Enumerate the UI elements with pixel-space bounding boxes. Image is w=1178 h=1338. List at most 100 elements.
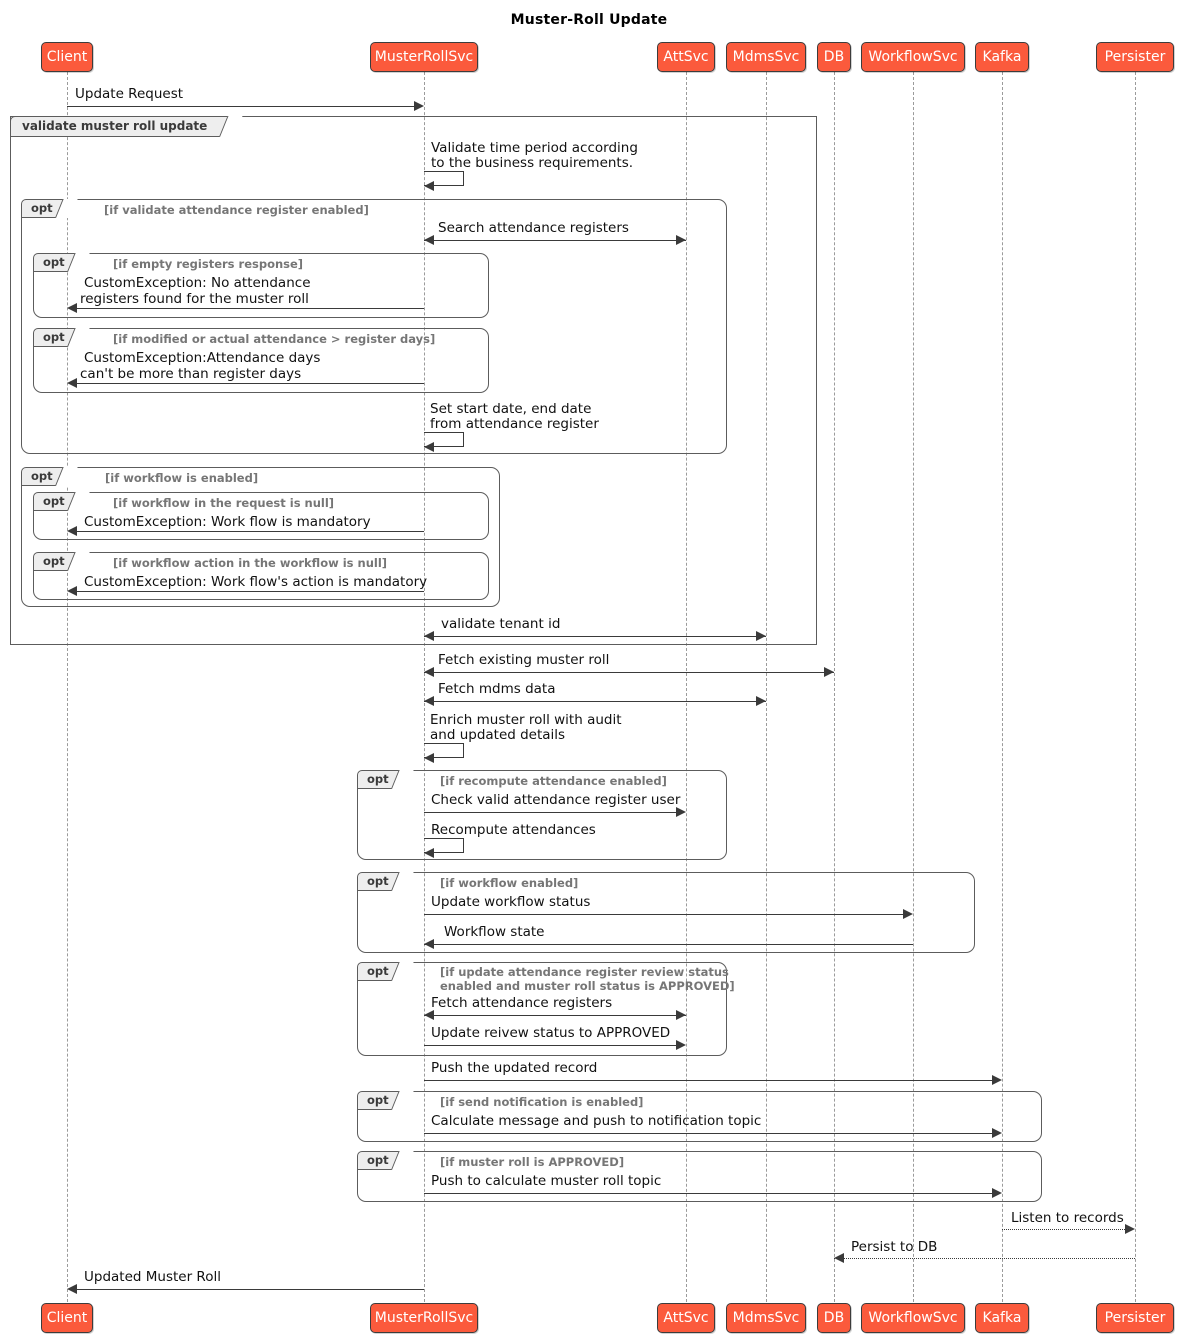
message-label-enrich-muster-roll: Enrich muster roll with audit	[430, 712, 622, 728]
message-label-set-start-end-date: Set start date, end date	[430, 401, 592, 417]
message-arrow-fetch-mdms-data	[424, 701, 766, 702]
message-label-push-updated-record: Push the updated record	[431, 1060, 598, 1076]
lifeline-attsvc	[686, 72, 687, 1302]
arrowhead-left	[67, 378, 77, 388]
participant-mdmssvc[interactable]: MdmsSvc	[726, 42, 806, 72]
arrowhead-left	[424, 753, 434, 763]
lifeline-db	[834, 72, 835, 1302]
message-arrow-custom-exception-attendance-days	[70, 383, 424, 384]
message-arrow-search-attendance-registers	[424, 240, 686, 241]
message-arrow-listen-to-records	[1002, 1229, 1125, 1230]
participant-attsvc-bottom[interactable]: AttSvc	[657, 1303, 715, 1333]
opt-condition-muster-roll-approved: [if muster roll is APPROVED]	[440, 1155, 625, 1169]
opt-label: opt	[357, 872, 406, 891]
message-arrow-check-valid-attendance-user	[424, 812, 676, 813]
page-title: Muster-Roll Update	[510, 12, 668, 28]
participant-kafka[interactable]: Kafka	[975, 42, 1029, 72]
opt-label: opt	[357, 770, 406, 789]
opt-frame-update-review-status	[357, 962, 727, 1056]
lifeline-mdmssvc	[766, 72, 767, 1302]
opt-label: opt	[33, 253, 82, 272]
participant-musterrollsvc[interactable]: MusterRollSvc	[370, 42, 478, 72]
opt-frame-attendance-greater-than-register-days	[33, 328, 489, 393]
opt-condition-workflow-is-enabled: [if workflow is enabled]	[105, 471, 259, 485]
participant-client[interactable]: Client	[41, 42, 93, 72]
arrowhead-right	[676, 807, 686, 817]
lifeline-client	[67, 72, 68, 1302]
arrowhead-left	[424, 667, 434, 677]
opt-label: opt	[21, 467, 70, 486]
arrowhead-left	[424, 631, 434, 641]
message-label-custom-exception-attendance-days: CustomException:Attendance days	[84, 350, 321, 366]
lifeline-musterrollsvc	[424, 72, 425, 1302]
opt-label: opt	[357, 1151, 406, 1170]
participant-persister-bottom[interactable]: Persister	[1096, 1303, 1174, 1333]
message-arrow-persist-to-db	[834, 1258, 1135, 1259]
message-arrow-push-calculate-muster-roll-topic	[424, 1193, 992, 1194]
participant-client-bottom[interactable]: Client	[41, 1303, 93, 1333]
arrowhead-right	[1125, 1224, 1135, 1234]
opt-label: opt	[357, 962, 406, 981]
participant-mdmssvc-bottom[interactable]: MdmsSvc	[726, 1303, 806, 1333]
participant-workflowsvc-bottom[interactable]: WorkflowSvc	[861, 1303, 965, 1333]
self-call-validate-time-period	[424, 171, 464, 186]
message-label-workflow-mandatory: CustomException: Work flow is mandatory	[84, 514, 371, 530]
arrowhead-left	[67, 526, 77, 536]
participant-musterrollsvc-bottom[interactable]: MusterRollSvc	[370, 1303, 478, 1333]
message-label-validate-time-period: Validate time period according	[431, 140, 638, 156]
arrowhead-left	[424, 442, 434, 452]
message-label-workflow-state: Workflow state	[444, 924, 545, 940]
arrowhead-left	[424, 181, 434, 191]
arrowhead-right	[676, 235, 686, 245]
participant-attsvc[interactable]: AttSvc	[657, 42, 715, 72]
message-label-persist-to-db: Persist to DB	[851, 1239, 938, 1255]
message-label-fetch-attendance-registers: Fetch attendance registers	[431, 995, 613, 1011]
message-arrow-push-updated-record	[424, 1080, 992, 1081]
message-label-update-request: Update Request	[75, 86, 184, 102]
participant-persister[interactable]: Persister	[1096, 42, 1174, 72]
arrowhead-left	[67, 586, 77, 596]
participant-db-bottom[interactable]: DB	[817, 1303, 851, 1333]
group-frame-validate-muster-roll-update	[10, 116, 817, 645]
message-label-calculate-message-push-notification: Calculate message and push to notificati…	[431, 1113, 762, 1129]
arrowhead-left	[834, 1253, 844, 1263]
opt-label: opt	[33, 492, 82, 511]
message-label-fetch-existing-muster-roll: Fetch existing muster roll	[438, 652, 610, 668]
self-call-recompute-attendances	[424, 838, 464, 853]
message-arrow-calculate-message-push-notification	[424, 1133, 992, 1134]
arrowhead-right	[676, 1040, 686, 1050]
message-label-validate-tenant-id: validate tenant id	[441, 616, 561, 632]
opt-label: opt	[357, 1091, 406, 1110]
arrowhead-right	[756, 696, 766, 706]
message-arrow-update-review-status-approved	[424, 1045, 676, 1046]
opt-frame-workflow-action-null	[33, 552, 489, 600]
message-label-custom-exception-no-attendance-2: registers found for the muster roll	[80, 291, 309, 307]
arrowhead-left	[67, 1284, 77, 1294]
participant-db[interactable]: DB	[817, 42, 851, 72]
message-label-fetch-mdms-data: Fetch mdms data	[438, 681, 556, 697]
opt-condition-recompute-attendance: [if recompute attendance enabled]	[440, 774, 667, 788]
participant-workflowsvc[interactable]: WorkflowSvc	[861, 42, 965, 72]
arrowhead-left	[424, 235, 434, 245]
message-label-custom-exception-attendance-days-2: can't be more than register days	[80, 366, 302, 382]
message-label-listen-to-records: Listen to records	[1011, 1210, 1124, 1226]
opt-condition-workflow-enabled: [if workflow enabled]	[440, 876, 579, 890]
opt-frame-validate-attendance-register	[21, 199, 727, 454]
arrowhead-left	[424, 939, 434, 949]
message-label-search-attendance-registers: Search attendance registers	[438, 220, 629, 236]
lifeline-kafka	[1002, 72, 1003, 1302]
participant-kafka-bottom[interactable]: Kafka	[975, 1303, 1029, 1333]
opt-condition-empty-registers-response: [if empty registers response]	[113, 257, 304, 271]
message-arrow-workflow-mandatory	[70, 531, 424, 532]
message-arrow-update-request	[67, 106, 414, 107]
message-label-custom-exception-no-attendance: CustomException: No attendance	[84, 275, 311, 291]
opt-condition-update-review-status: [if update attendance register review st…	[440, 965, 729, 979]
arrowhead-left	[424, 1010, 434, 1020]
message-label-check-valid-attendance-user: Check valid attendance register user	[431, 792, 681, 808]
arrowhead-left	[424, 848, 434, 858]
arrowhead-right	[992, 1075, 1002, 1085]
arrowhead-right	[992, 1188, 1002, 1198]
message-label-validate-time-period-2: to the business requirements.	[431, 155, 634, 171]
arrowhead-right	[756, 631, 766, 641]
